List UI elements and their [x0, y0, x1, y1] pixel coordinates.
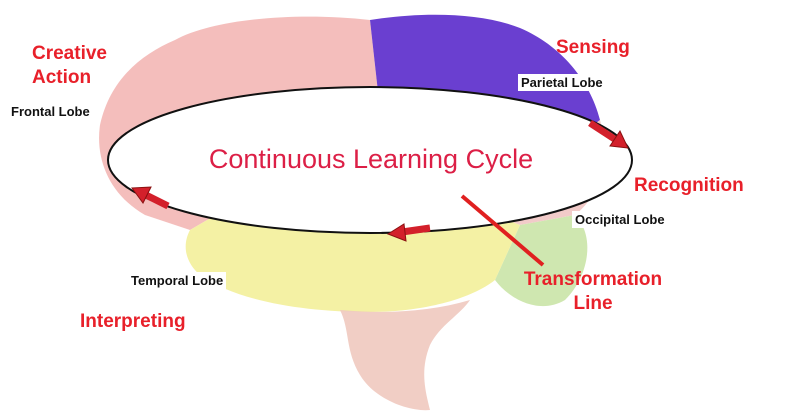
brain-stem-region — [340, 300, 470, 410]
recognition-label: Recognition — [634, 176, 744, 195]
frontal-lobe-label: Frontal Lobe — [8, 103, 93, 120]
creative-action-label: Creative Action — [32, 42, 107, 90]
sensing-label: Sensing — [556, 38, 630, 57]
occipital-lobe-label: Occipital Lobe — [572, 211, 668, 228]
parietal-lobe-label: Parietal Lobe — [518, 74, 606, 91]
cycle-title: Continuous Learning Cycle — [128, 146, 614, 173]
transformation-line-label: Transformation Line — [490, 268, 696, 316]
interpreting-label: Interpreting — [80, 312, 186, 331]
temporal-lobe-label: Temporal Lobe — [128, 272, 226, 289]
